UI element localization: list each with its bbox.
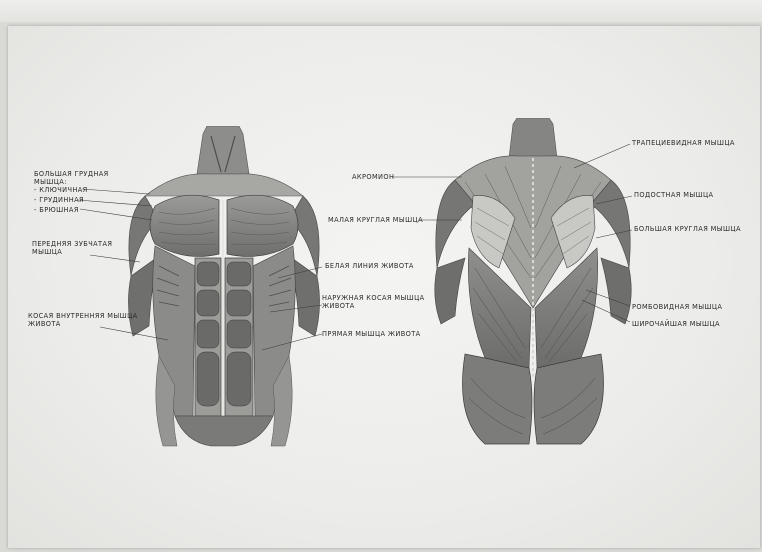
label-teres-minor: Малая круглая мышца xyxy=(328,216,423,224)
label-latissimus-dorsi: Широчайшая мышца xyxy=(632,320,720,328)
label-sternocostal-part: - грудинная xyxy=(34,196,84,204)
back-torso-drawing xyxy=(425,118,640,448)
label-pectoralis-major: Большая грудная мышца: xyxy=(34,170,109,186)
background-sheet-edge xyxy=(0,0,762,22)
label-internal-oblique: Косая внутренняя мышца живота xyxy=(28,312,138,328)
front-torso-drawing xyxy=(115,126,330,450)
label-serratus-anterior: Передняя зубчатая мышца xyxy=(32,240,112,256)
label-acromion: Акромион xyxy=(352,173,394,181)
label-abdominal-part: - брюшная xyxy=(34,206,79,214)
label-rhomboid: Ромбовидная мышца xyxy=(632,303,722,311)
label-trapezius: Трапециевидная мышца xyxy=(632,139,735,147)
label-infraspinatus: Подостная мышца xyxy=(634,191,713,199)
label-teres-major: Большая круглая мышца xyxy=(634,225,741,233)
label-clavicular-part: - ключичная xyxy=(34,186,88,194)
label-external-oblique: Наружная косая мышца живота xyxy=(322,294,425,310)
label-linea-alba: Белая линия живота xyxy=(325,262,414,270)
label-rectus-abdominis: Прямая мышца живота xyxy=(322,330,421,338)
